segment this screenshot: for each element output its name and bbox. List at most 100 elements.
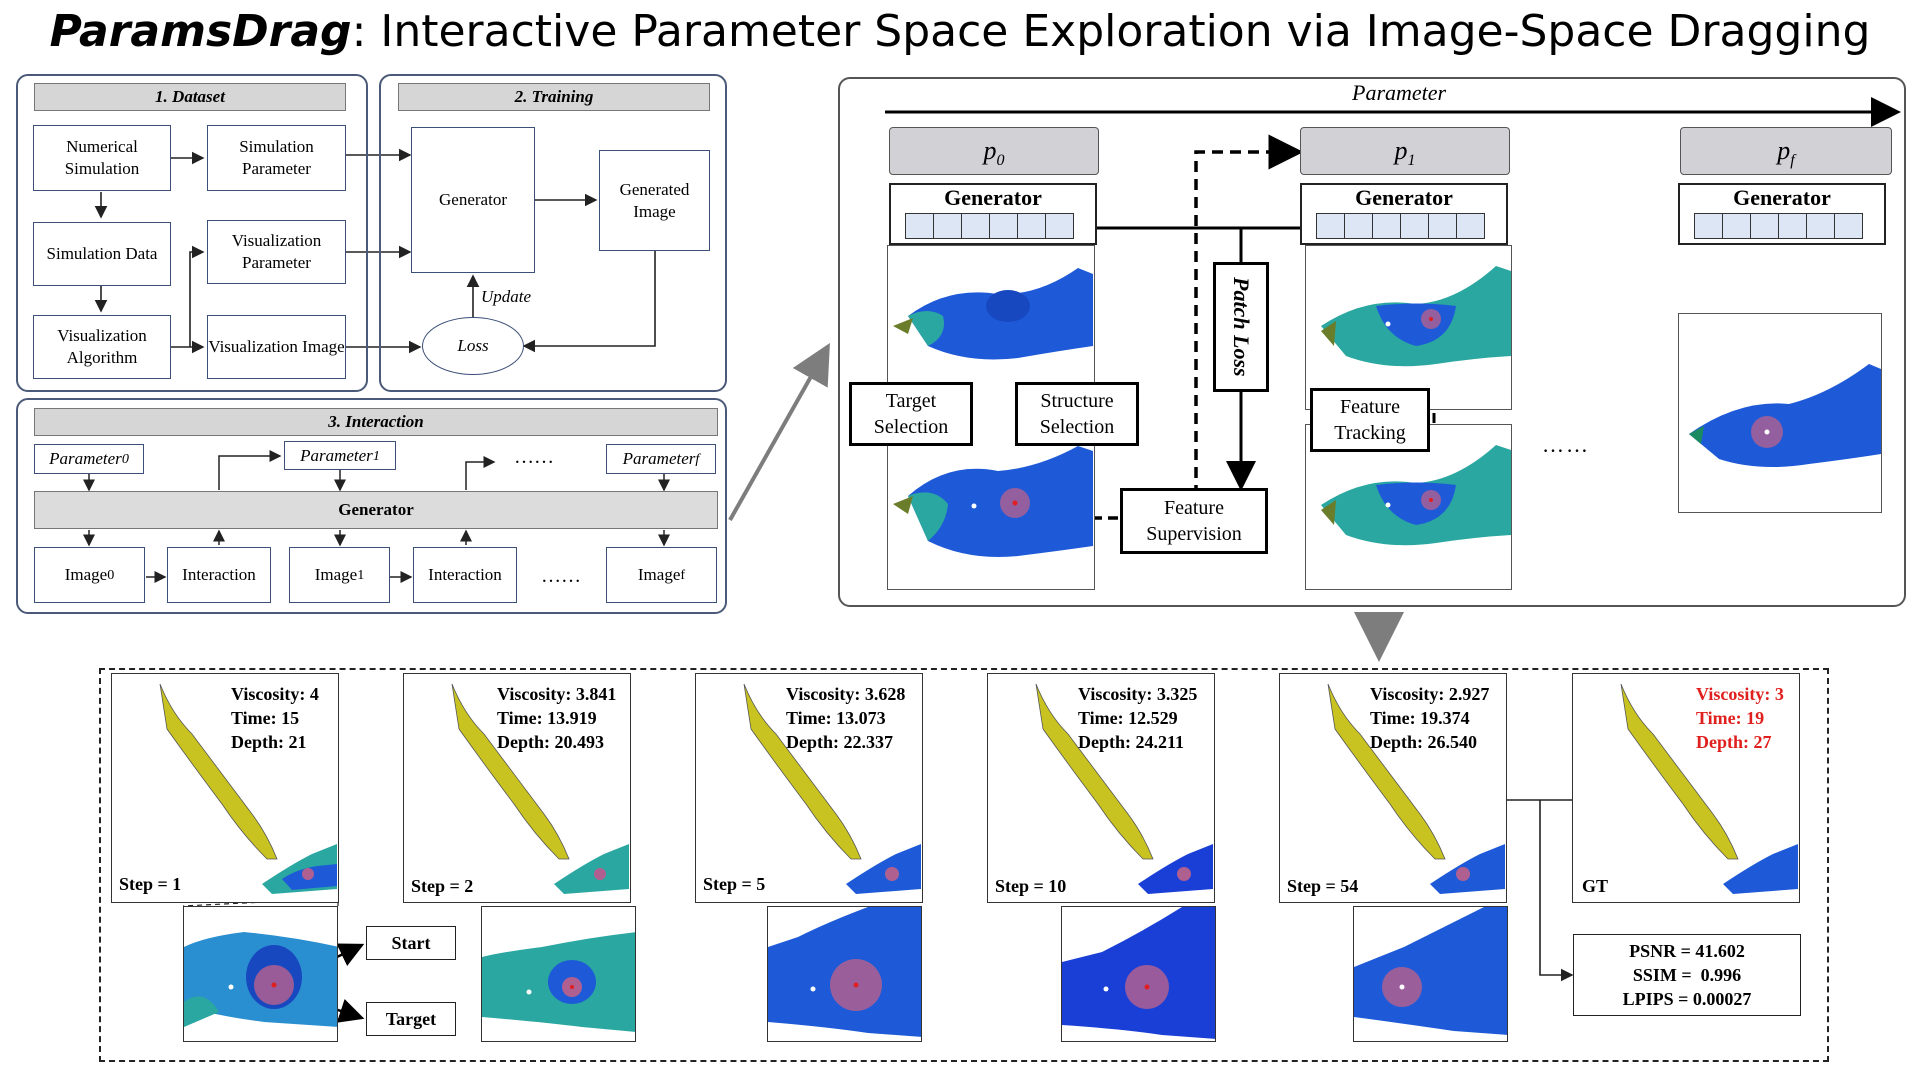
p1-image-top-frame: [1305, 245, 1512, 410]
p0-box: p0: [889, 127, 1099, 175]
step-1-map: [159, 683, 337, 894]
simulation-parameter-box: Simulation Parameter: [207, 125, 346, 191]
step-54-label: Step = 54: [1287, 876, 1359, 896]
step-54-time: Time: 19.374: [1370, 708, 1470, 728]
training-panel: [379, 74, 727, 392]
step-10-time: Time: 12.529: [1078, 708, 1178, 728]
gt-viscosity: Viscosity: 3: [1696, 684, 1784, 704]
interaction-ellipsis-top: ……: [514, 446, 554, 468]
step-10-map: [1035, 683, 1213, 894]
psnr-value: PSNR = 41.602: [1629, 941, 1745, 961]
loss-label: Loss: [457, 336, 489, 355]
interaction-header: 3. Interaction: [34, 408, 718, 436]
image-f-label: Image: [637, 565, 681, 584]
structure-selection-box: Structure Selection: [1015, 382, 1139, 446]
step-2-label: Step = 2: [411, 876, 474, 896]
interaction-generator-bar: Generator: [34, 491, 718, 529]
step-54-depth: Depth: 26.540: [1370, 732, 1477, 752]
generator-p1-title: Generator: [1355, 185, 1453, 210]
p1-label: p: [1394, 136, 1408, 165]
parameter-f-subscript: f: [695, 451, 700, 467]
page-title: ParamsDrag: Interactive Parameter Space …: [0, 6, 1920, 57]
interaction-2-box: Interaction: [413, 547, 517, 603]
simulation-data-box: Simulation Data: [33, 222, 171, 286]
image-0-label: Image: [64, 565, 108, 584]
results-panel: [99, 668, 1829, 1062]
gt-time: Time: 19: [1696, 708, 1765, 728]
generator-p1: Generator: [1300, 183, 1508, 245]
parameter-1-label: Parameter: [300, 445, 373, 465]
training-header: 2. Training: [398, 83, 710, 111]
step-10-frame: [987, 673, 1215, 903]
generator-pf: Generator: [1678, 183, 1886, 245]
generated-image-box: Generated Image: [599, 150, 710, 251]
pf-box: pf: [1680, 127, 1892, 175]
dataset-panel: [16, 74, 368, 392]
step-2-time: Time: 13.919: [497, 708, 597, 728]
step-10-viscosity: Viscosity: 3.325: [1078, 684, 1198, 704]
step-5-zoom-map: [768, 907, 921, 1041]
p0-flow-maps: [893, 268, 1093, 557]
image-1-subscript: 1: [357, 567, 365, 583]
generator-box: Generator: [411, 127, 535, 273]
generator-pf-title: Generator: [1733, 185, 1831, 210]
p1-flow-map-bottom: [1321, 445, 1511, 546]
step-10-label: Step = 10: [995, 876, 1067, 896]
p0-label: p: [983, 136, 997, 165]
gt-info: Viscosity: 3 Time: 19 Depth: 27: [1696, 682, 1784, 754]
patch-loss-label: Patch Loss: [1229, 277, 1254, 377]
step-1-frame: [111, 673, 339, 903]
step-2-map: [451, 683, 629, 894]
gt-label: GT: [1582, 876, 1609, 896]
title-method-name: ParamsDrag: [49, 6, 352, 57]
step-2-zoom-map: [482, 907, 635, 1041]
numerical-simulation-box: Numerical Simulation: [33, 125, 171, 191]
detail-ellipsis: ……: [1542, 432, 1590, 457]
pf-image-frame: [1678, 313, 1882, 513]
step-54-zoom: [1353, 906, 1508, 1042]
latent-cells-pf: [1694, 213, 1863, 239]
parameter-1-subscript: 1: [372, 447, 380, 464]
image-1-label: Image: [314, 565, 358, 584]
lpips-value: LPIPS = 0.00027: [1622, 989, 1752, 1009]
interaction-panel: [16, 398, 727, 614]
interaction-ellipsis-bottom: ……: [541, 565, 581, 587]
p1-flow-map-top: [1321, 266, 1511, 367]
parameter-0-label: Parameter: [49, 449, 122, 468]
target-selection-box: Target Selection: [849, 382, 973, 446]
dataset-header: 1. Dataset: [34, 83, 346, 111]
p0-subscript: 0: [996, 152, 1005, 170]
generator-p0: Generator: [889, 183, 1097, 245]
step-54-viscosity: Viscosity: 2.927: [1370, 684, 1490, 704]
interaction-1-box: Interaction: [167, 547, 271, 603]
p1-subscript: 1: [1407, 152, 1416, 170]
image-f-subscript: f: [680, 567, 686, 583]
step-10-zoom-map: [1062, 907, 1215, 1041]
step-54-map: [1327, 683, 1505, 894]
step-5-zoom: [767, 906, 922, 1042]
step-5-time: Time: 13.073: [786, 708, 886, 728]
step-2-depth: Depth: 20.493: [497, 732, 604, 752]
step-54-zoom-map: [1354, 907, 1507, 1041]
step-1-zoom: [183, 906, 338, 1042]
step-5-viscosity: Viscosity: 3.628: [786, 684, 906, 704]
loss-ellipse: Loss: [422, 317, 524, 375]
visualization-parameter-box: Visualization Parameter: [207, 220, 346, 284]
ssim-value: SSIM = 0.996: [1632, 965, 1742, 985]
step-1-viscosity: Viscosity: 4: [231, 684, 319, 704]
gt-depth: Depth: 27: [1696, 732, 1772, 752]
pf-flow-map: [1689, 364, 1881, 468]
parameter-axis-label: Parameter: [1352, 80, 1447, 105]
step-1-time: Time: 15: [231, 708, 300, 728]
gt-map: [1620, 683, 1798, 894]
metrics-box: PSNR = 41.602 SSIM = 0.996 LPIPS = 0.000…: [1573, 934, 1801, 1016]
step-54-frame: [1279, 673, 1507, 903]
feature-tracking-box: Feature Tracking: [1310, 388, 1430, 452]
